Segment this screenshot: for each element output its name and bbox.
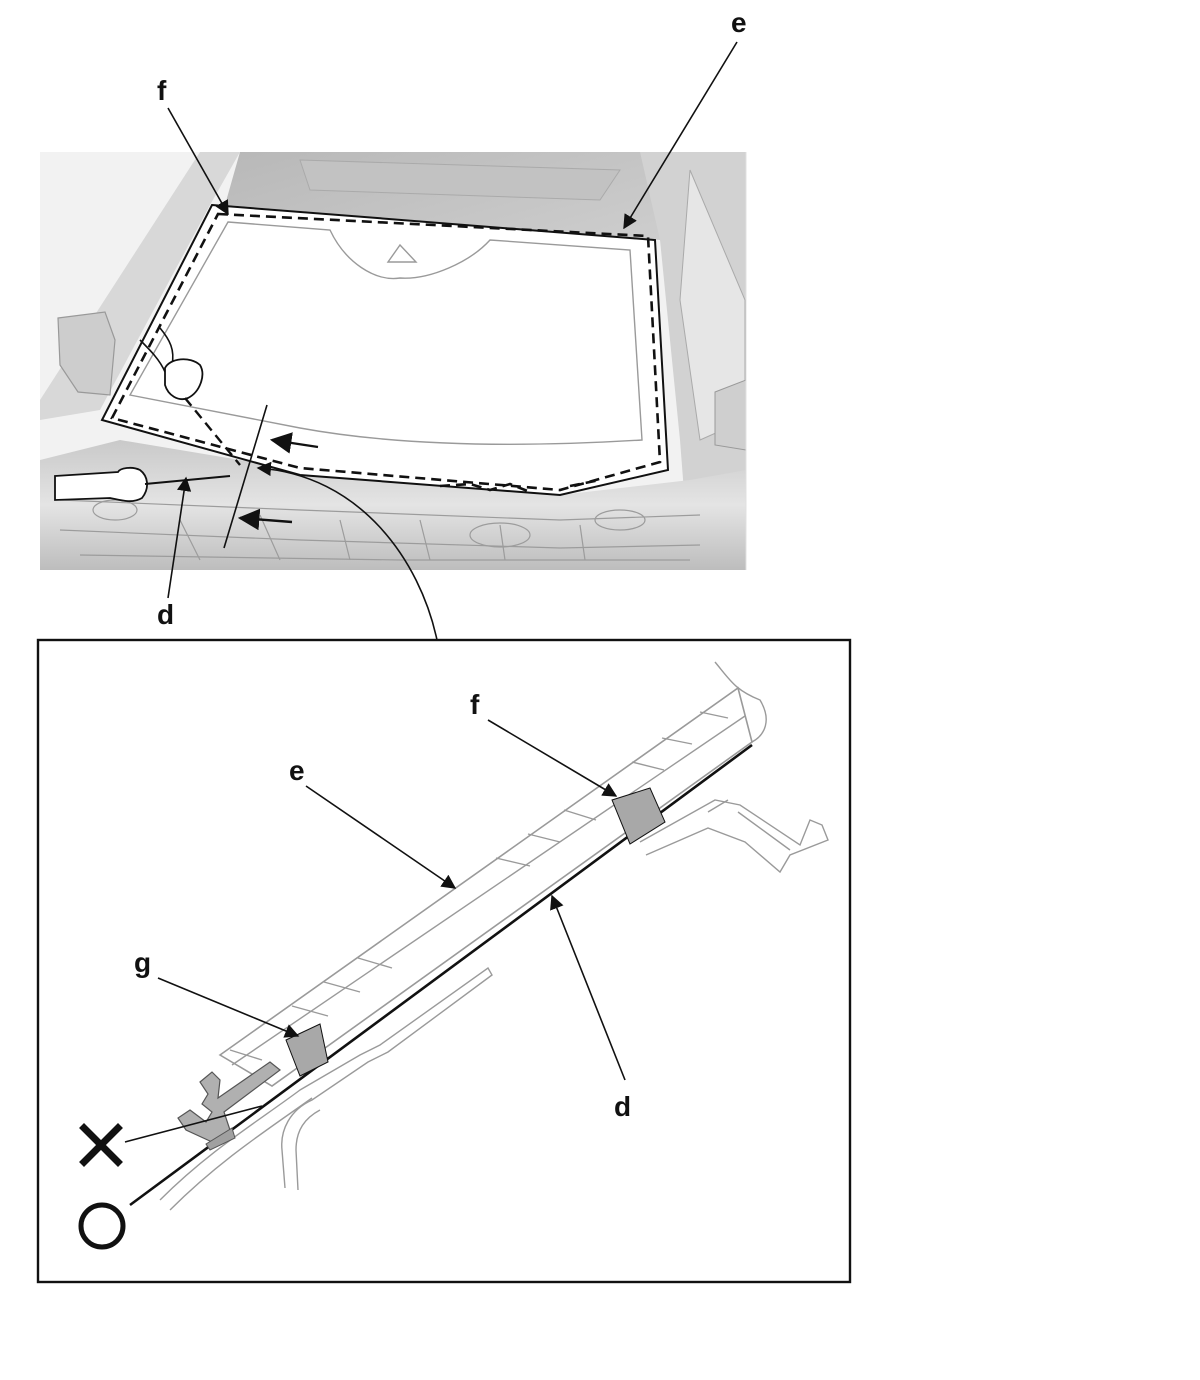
svg-text:f: f [157, 75, 167, 106]
svg-text:e: e [289, 755, 305, 786]
svg-text:e: e [731, 7, 747, 38]
detail-callout-d: d [550, 894, 631, 1122]
detail-callout-e: e [289, 755, 457, 889]
detail-callout-f: f [470, 689, 618, 797]
adhesive-dashed-line [110, 212, 662, 492]
correct-circle-icon [78, 1202, 126, 1250]
detail-view [124, 661, 829, 1211]
detail-connector-curve [256, 461, 438, 641]
svg-text:d: d [157, 599, 174, 630]
svg-text:g: g [134, 947, 151, 978]
top-callout-e: e [623, 7, 747, 230]
incorrect-x-icon [79, 1123, 123, 1167]
top-callout-f: f [157, 75, 229, 216]
spacer-f [611, 787, 666, 845]
hand-icon-lower [54, 466, 231, 503]
hand-icon-upper [139, 327, 241, 466]
svg-text:f: f [470, 689, 480, 720]
top-callout-d: d [157, 476, 192, 630]
detail-callout-g: g [134, 947, 300, 1038]
svg-text:d: d [614, 1091, 631, 1122]
vehicle-front-view [40, 152, 746, 570]
section-cut-line [223, 404, 268, 549]
